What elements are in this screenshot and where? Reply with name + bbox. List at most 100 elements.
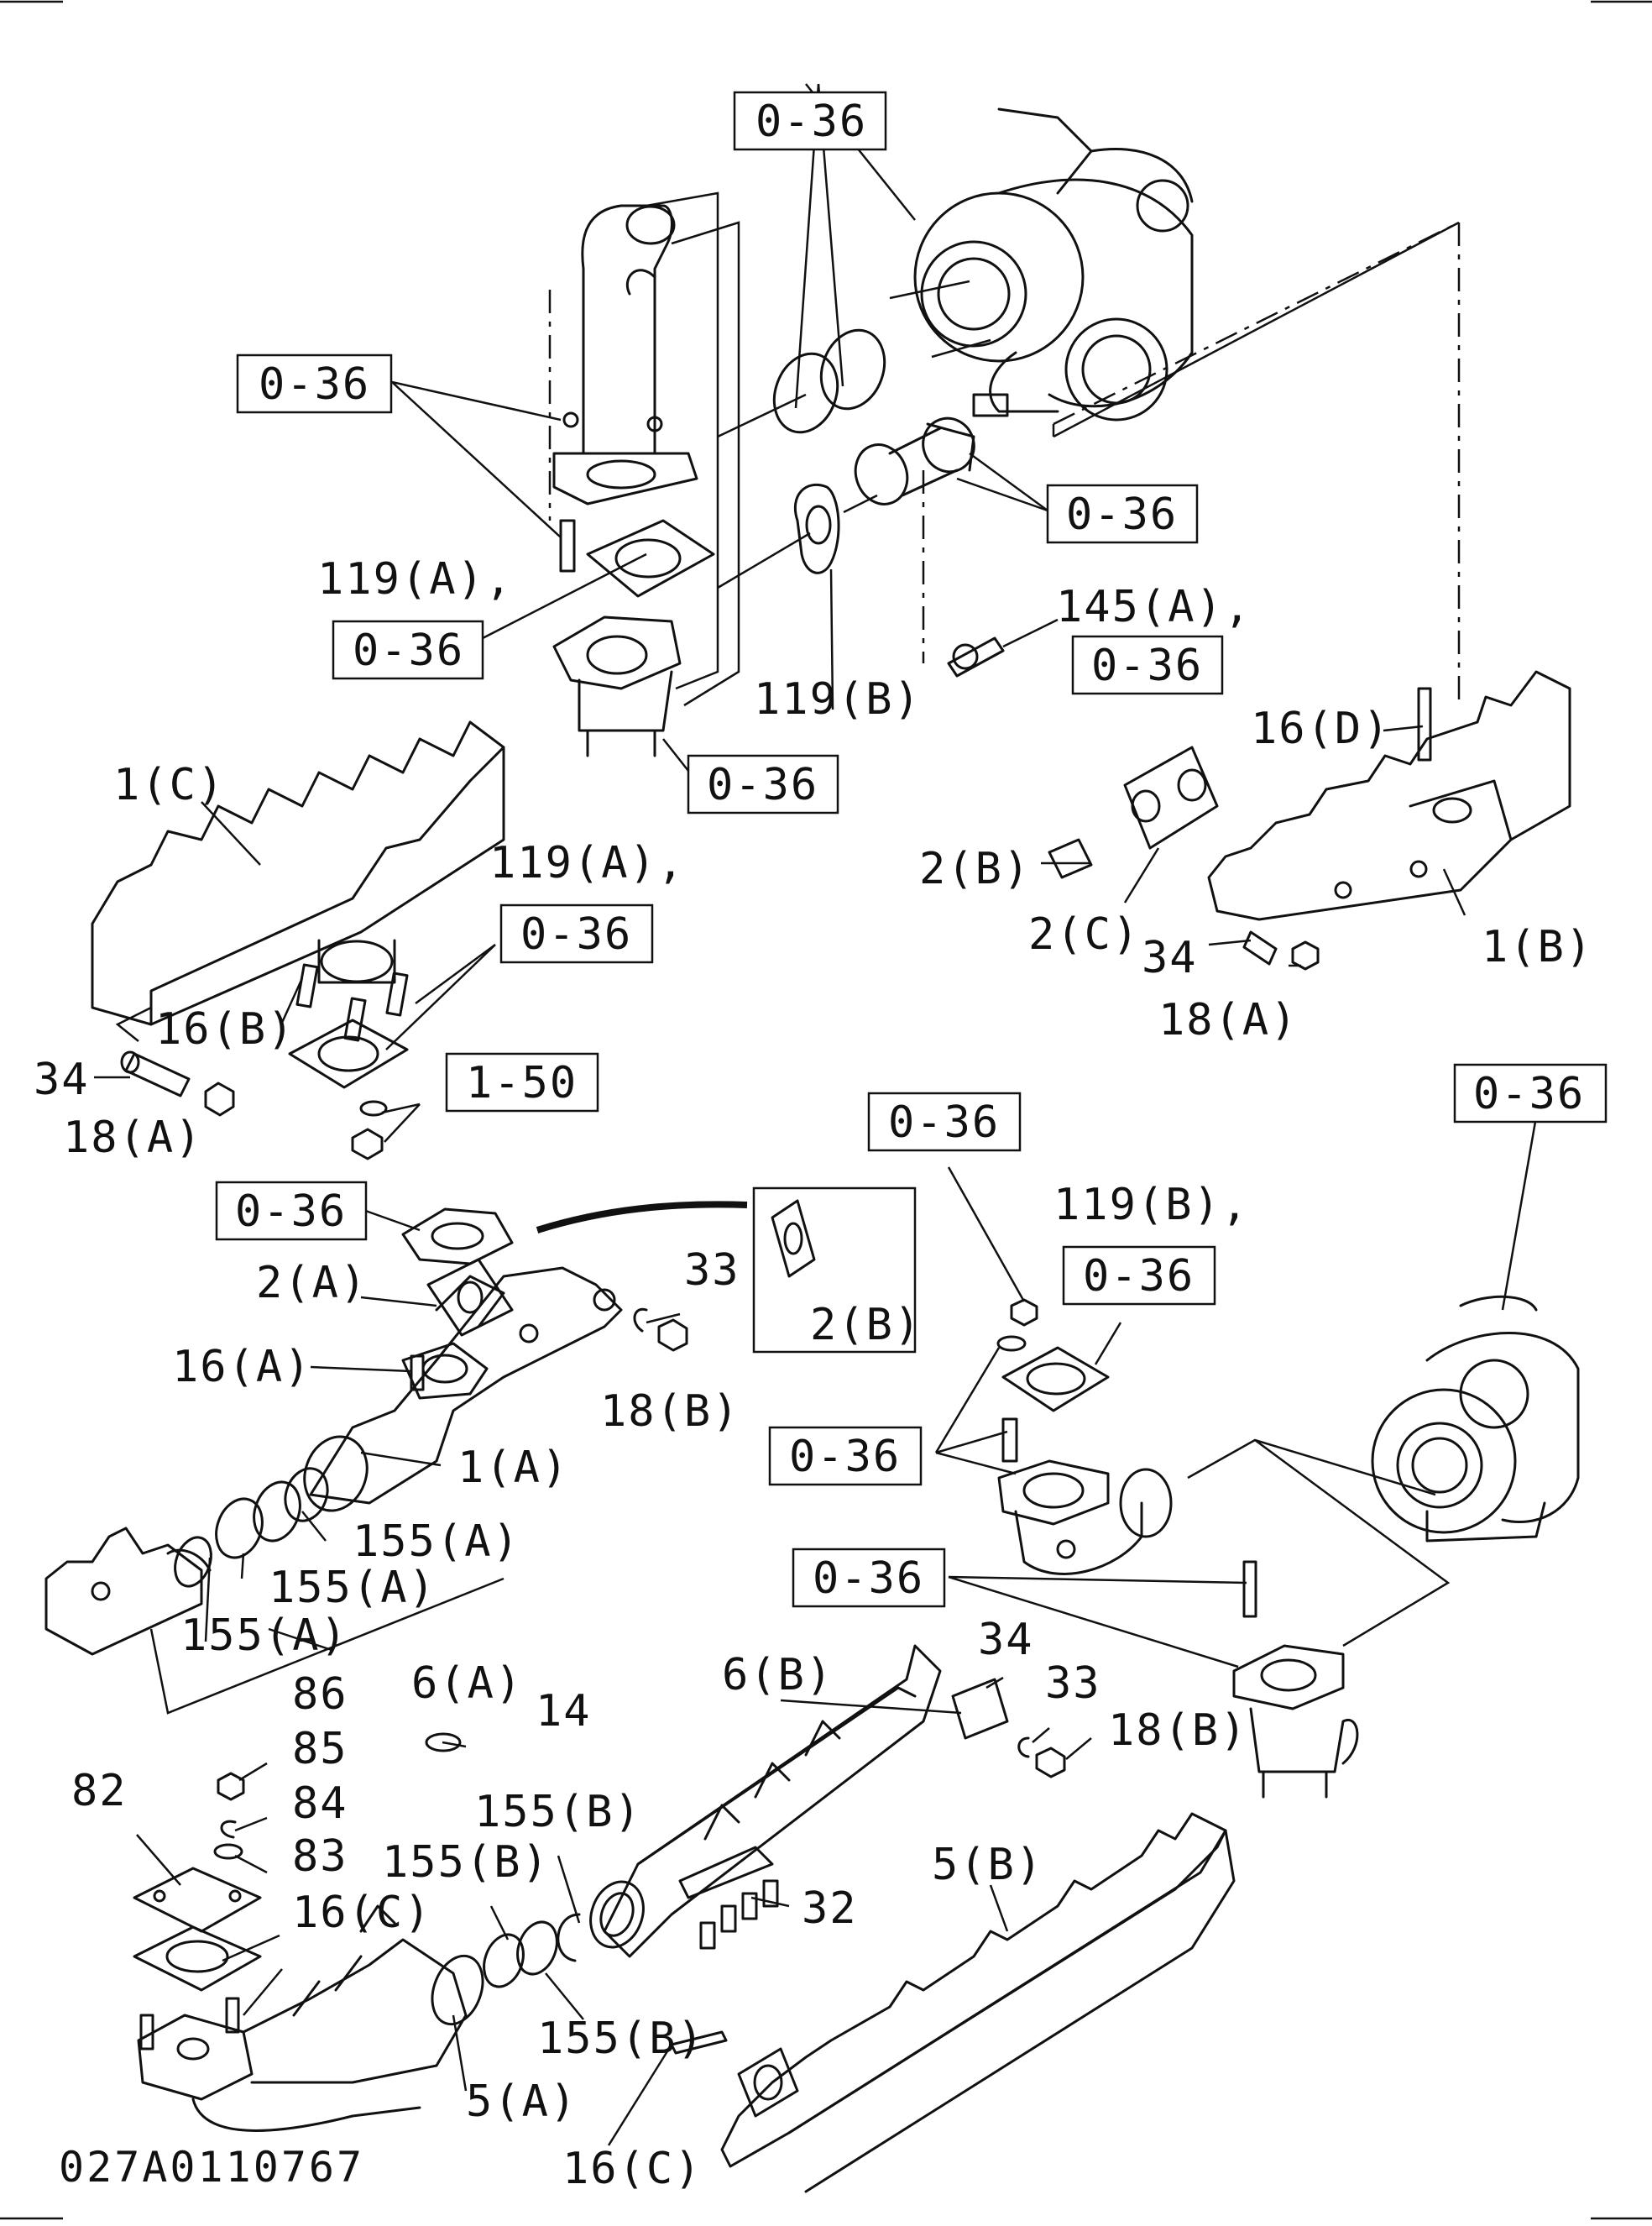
label-119b-mid: 119(B), xyxy=(1053,1180,1249,1230)
turbocharger-lower xyxy=(1371,1295,1580,1542)
svg-text:0-36: 0-36 xyxy=(520,909,632,960)
bolt-145a xyxy=(947,636,1005,678)
ref-box-turbo-lower: 0-36 xyxy=(1453,1063,1608,1123)
svg-text:0-36: 0-36 xyxy=(1473,1069,1585,1119)
spacer-34-right xyxy=(1242,930,1320,971)
spacer-ring-nut-lower xyxy=(951,1678,1066,1778)
label-16a: 16(A) xyxy=(172,1342,312,1392)
gasket-upper-119a xyxy=(559,519,715,598)
label-33-mid: 33 xyxy=(684,1245,740,1296)
label-16b: 16(B) xyxy=(155,1004,295,1055)
ref-box-119b-mid: 0-36 xyxy=(1062,1245,1216,1306)
label-119b-upper: 119(B) xyxy=(754,674,922,725)
parts-86-85-84 xyxy=(213,1772,245,1860)
gaskets-2b-2c xyxy=(1048,746,1219,879)
label-32: 32 xyxy=(802,1883,858,1934)
svg-text:0-36: 0-36 xyxy=(789,1432,901,1482)
ref-box-mid-studs: 0-36 xyxy=(768,1426,923,1486)
inset-box-2b xyxy=(752,1186,917,1354)
label-6a: 6(A) xyxy=(411,1658,523,1709)
diagram-id: 027A0110767 xyxy=(59,2143,364,2192)
label-145a: 145(A), xyxy=(1056,582,1252,632)
svg-text:0-36: 0-36 xyxy=(888,1097,1000,1148)
manifold-5b xyxy=(670,1812,1236,2193)
ref-box-119a-left: 0-36 xyxy=(499,903,654,964)
label-14: 14 xyxy=(536,1686,592,1736)
label-1b: 1(B) xyxy=(1482,922,1593,972)
outlet-elbow-lower xyxy=(1232,1560,1359,1799)
label-33-lower: 33 xyxy=(1045,1658,1101,1709)
gasket-119b-mid xyxy=(996,1298,1110,1463)
label-84: 84 xyxy=(292,1778,348,1829)
label-18b-lower: 18(B) xyxy=(1108,1705,1248,1756)
ref-box-mid-gasket: 0-36 xyxy=(215,1181,368,1241)
label-119a-left: 119(A), xyxy=(489,838,685,888)
ref-box-elbow: 0-36 xyxy=(687,754,839,814)
rings-155b xyxy=(483,1913,581,1988)
bracket-lines-6a xyxy=(149,1577,504,1715)
manifold-1c xyxy=(91,720,505,1026)
svg-text:0-36: 0-36 xyxy=(235,1186,347,1237)
part-labels: 119(A), 119(B) 145(A), 16(D) 1(C) 119(A)… xyxy=(34,554,1593,2194)
ref-label: 0-36 xyxy=(755,97,867,147)
label-155a-3: 155(A) xyxy=(180,1611,348,1661)
gasket-119b xyxy=(793,483,840,574)
ref-box-upper-left: 0-36 xyxy=(236,354,393,414)
label-155b-1: 155(B) xyxy=(474,1787,642,1837)
label-2b-upper: 2(B) xyxy=(919,844,1031,894)
frame-lines-lower xyxy=(1187,1438,1451,1647)
svg-text:0-36: 0-36 xyxy=(259,359,370,410)
label-18a-left: 18(A) xyxy=(63,1113,203,1163)
label-155b-3: 155(B) xyxy=(537,2014,705,2064)
svg-text:0-36: 0-36 xyxy=(1066,490,1178,540)
manifold-6a xyxy=(44,1527,212,1656)
ref-box-clamp: 0-36 xyxy=(1046,484,1199,544)
studs-gasket-16b xyxy=(288,963,409,1089)
manifold-6b xyxy=(589,1644,942,1958)
washer-nut-150 xyxy=(351,1100,388,1160)
svg-text:0-36: 0-36 xyxy=(353,626,464,676)
turbocharger-upper xyxy=(913,107,1194,422)
label-34-left: 34 xyxy=(34,1055,90,1105)
label-2b-inset: 2(B) xyxy=(810,1300,922,1350)
label-86: 86 xyxy=(292,1669,348,1720)
label-6b: 6(B) xyxy=(722,1650,834,1700)
label-83: 83 xyxy=(292,1831,348,1882)
ref-box-119a-upper: 0-36 xyxy=(332,620,484,680)
washer-14 xyxy=(425,1732,462,1752)
manifold-5a xyxy=(137,1904,484,2132)
svg-text:1-50: 1-50 xyxy=(466,1058,578,1108)
label-155a-2: 155(A) xyxy=(269,1563,437,1613)
label-18b-mid: 18(B) xyxy=(600,1386,740,1437)
spacer-34-left xyxy=(120,1050,235,1117)
svg-text:0-36: 0-36 xyxy=(1091,641,1203,691)
snap-rings-upper xyxy=(772,328,886,434)
label-2c: 2(C) xyxy=(1028,909,1140,960)
label-16c-lower: 16(C) xyxy=(562,2144,703,2194)
label-16d: 16(D) xyxy=(1251,704,1391,754)
label-34-lower: 34 xyxy=(978,1615,1034,1665)
stud-16a xyxy=(410,1354,425,1391)
ref-box-150: 1-50 xyxy=(445,1052,599,1113)
label-16c-left: 16(C) xyxy=(292,1888,432,1938)
studs-32 xyxy=(699,1879,779,1950)
outlet-elbow-upper xyxy=(552,615,682,757)
cover-82-gasket-83 xyxy=(133,1867,262,1992)
label-85: 85 xyxy=(292,1724,348,1774)
alignment-lines xyxy=(548,191,1461,707)
manifold-1b xyxy=(1207,670,1571,921)
label-34-upper: 34 xyxy=(1142,933,1198,983)
gasket-2a xyxy=(426,1258,514,1337)
elbow-mid-right xyxy=(997,1459,1173,1575)
ref-box-top: 0-36 xyxy=(733,91,887,151)
ref-box-145a: 0-36 xyxy=(1071,635,1224,695)
svg-text:0-36: 0-36 xyxy=(1083,1251,1195,1302)
ring-33-nut-18b-mid xyxy=(633,1307,688,1352)
elbow-pipe-upper xyxy=(552,204,698,505)
label-1a: 1(A) xyxy=(457,1443,569,1493)
svg-text:0-36: 0-36 xyxy=(813,1553,924,1604)
label-5a: 5(A) xyxy=(466,2077,578,2127)
rings-155a xyxy=(215,1467,329,1559)
